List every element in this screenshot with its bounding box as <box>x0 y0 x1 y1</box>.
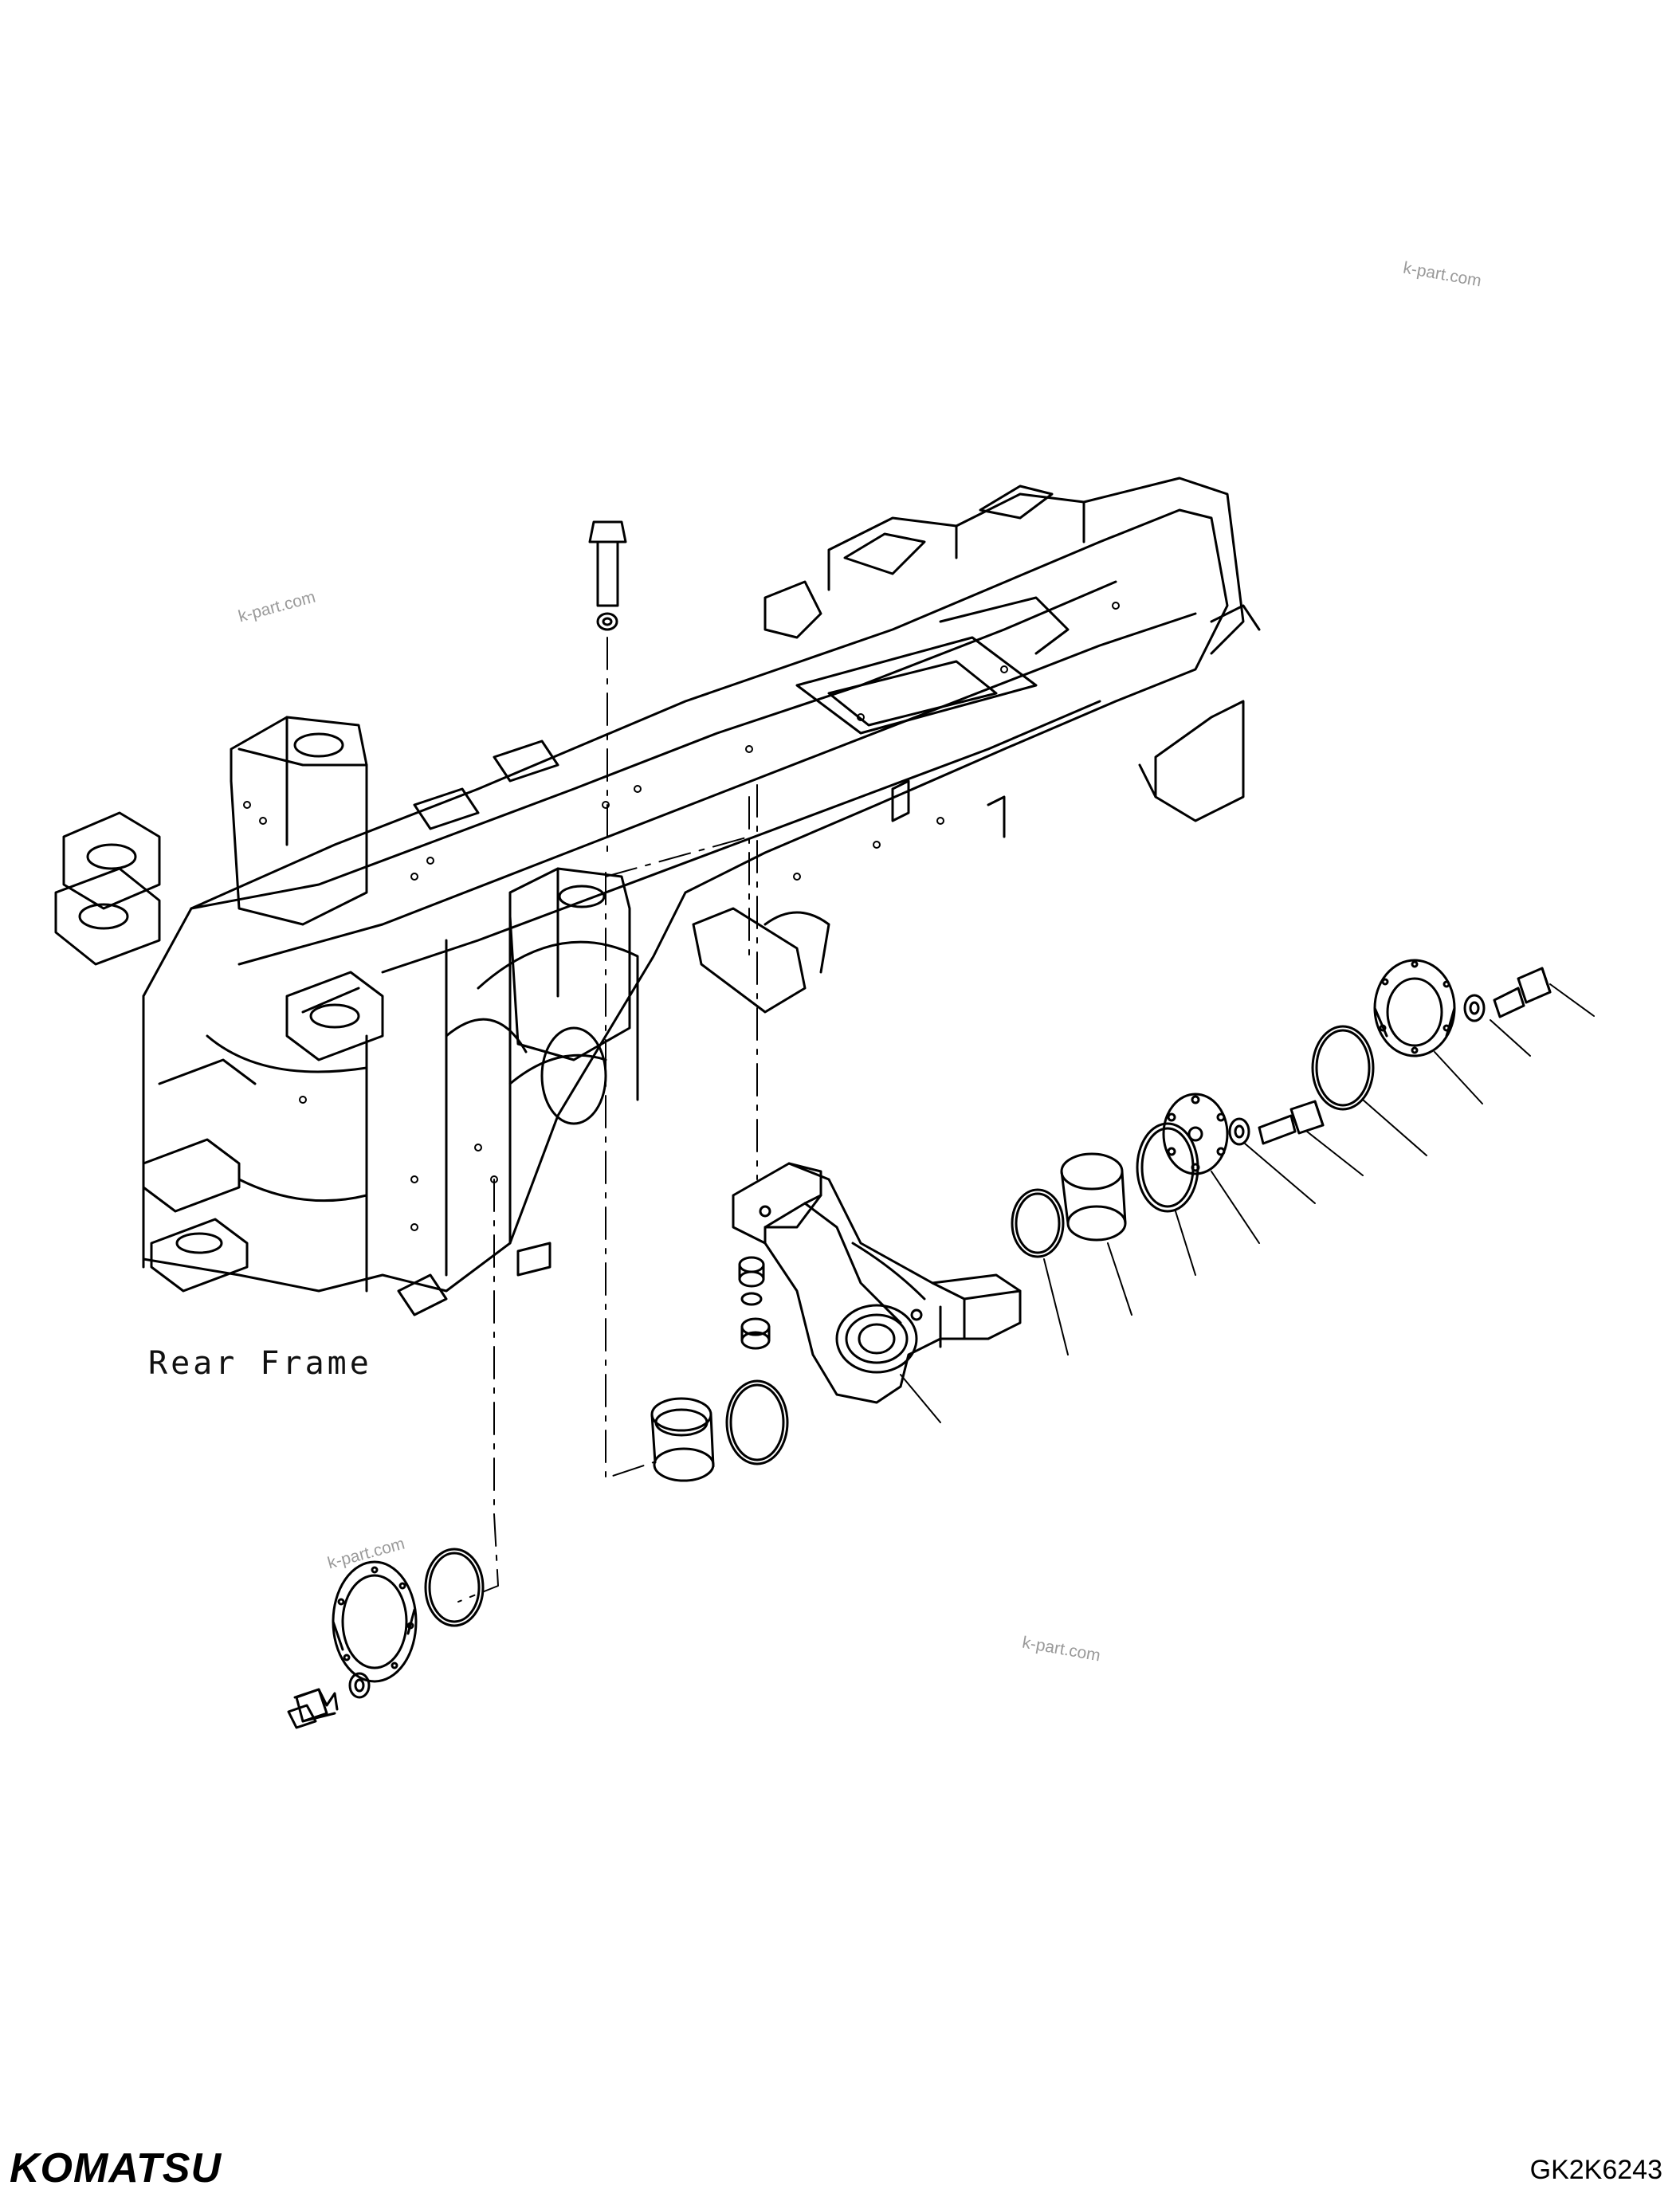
callout-leaders <box>900 983 1595 1423</box>
center-pin-bolt <box>588 520 627 631</box>
rear-axle-support <box>732 1162 1022 1404</box>
diagram-code: GK2K6243 <box>1529 2155 1662 2185</box>
rear-plate <box>1162 1093 1229 1175</box>
assembly-chain-lines <box>457 637 758 1603</box>
rear-plate-bolt <box>1258 1100 1325 1145</box>
rear-cover-washer <box>1463 994 1486 1022</box>
front-o-ring-2 <box>424 1548 485 1627</box>
rear-cover-bolt <box>1493 967 1552 1018</box>
rear-frame <box>54 477 1261 1316</box>
front-washer <box>348 1672 371 1699</box>
rear-frame-label: Rear Frame <box>148 1345 372 1382</box>
front-cover-bolt <box>287 1688 339 1729</box>
svg-text:KOMATSU: KOMATSU <box>10 2145 222 2191</box>
rear-cover-plate <box>1373 959 1456 1057</box>
front-bushing <box>650 1397 715 1482</box>
spacer-stack <box>738 1256 771 1350</box>
rear-o-ring <box>1011 1188 1065 1258</box>
rear-plate-washer <box>1228 1117 1250 1146</box>
komatsu-logo: KOMATSU <box>6 2144 245 2195</box>
front-cover-plate <box>332 1560 418 1683</box>
komatsu-wordmark: KOMATSU <box>10 2145 222 2191</box>
rear-shim-ring <box>1311 1025 1375 1111</box>
front-o-ring <box>725 1379 789 1465</box>
rear-bushing <box>1060 1152 1127 1242</box>
